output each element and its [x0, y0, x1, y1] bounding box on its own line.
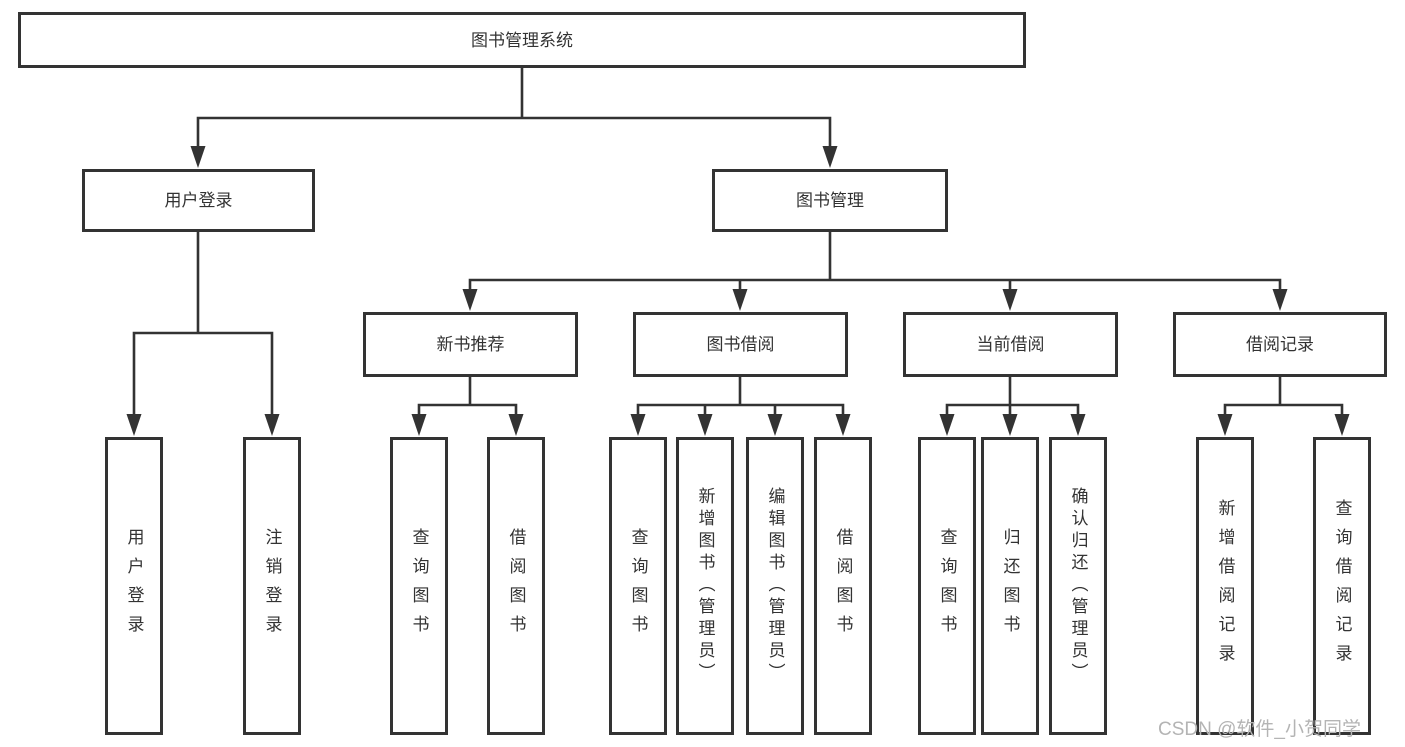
- leaf-borrow-books-borrowing: 借阅图书: [814, 437, 872, 735]
- leaf-return-books: 归还图书: [981, 437, 1039, 735]
- leaf-edit-book-admin: 编辑图书（管理员）: [746, 437, 804, 735]
- leaf-query-books-borrowing: 查询图书: [609, 437, 667, 735]
- leaf-borrow-books-recommend: 借阅图书: [487, 437, 545, 735]
- leaf-logout: 注销登录: [243, 437, 301, 735]
- leaf-user-login: 用户登录: [105, 437, 163, 735]
- leaf-query-borrow-record: 查询借阅记录: [1313, 437, 1371, 735]
- node-current-borrowing: 当前借阅: [903, 312, 1118, 377]
- node-borrowing-records: 借阅记录: [1173, 312, 1387, 377]
- leaf-query-books-current: 查询图书: [918, 437, 976, 735]
- arrowhead-icons: [126, 146, 1350, 436]
- node-book-borrowing: 图书借阅: [633, 312, 848, 377]
- node-book-management: 图书管理: [712, 169, 948, 232]
- watermark-text: CSDN @软件_小贺同学: [1158, 719, 1361, 740]
- leaf-confirm-return-admin: 确认归还（管理员）: [1049, 437, 1107, 735]
- leaf-query-books-recommend: 查询图书: [390, 437, 448, 735]
- node-root: 图书管理系统: [18, 12, 1026, 68]
- leaf-add-book-admin: 新增图书（管理员）: [676, 437, 734, 735]
- node-user-login: 用户登录: [82, 169, 315, 232]
- node-new-book-recommendation: 新书推荐: [363, 312, 578, 377]
- leaf-add-borrow-record: 新增借阅记录: [1196, 437, 1254, 735]
